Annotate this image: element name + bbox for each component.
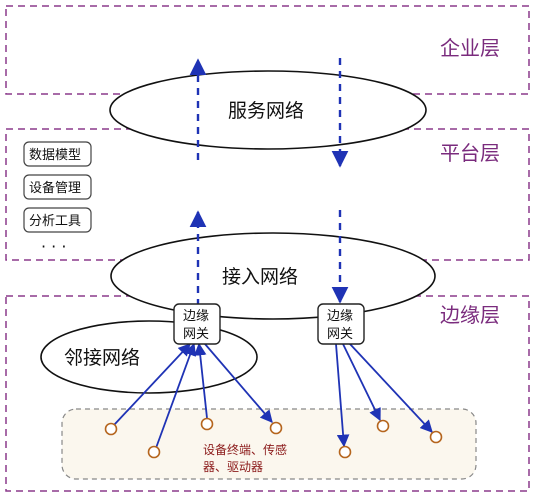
enterprise-layer-band bbox=[5, 5, 530, 95]
device-region bbox=[61, 408, 477, 480]
devices-label-line2: 器、驱动器 bbox=[203, 460, 263, 474]
tool-label-device-management: 设备管理 bbox=[29, 180, 81, 196]
device-node-6 bbox=[376, 419, 390, 433]
edge-gateway-right-line2: 网关 bbox=[327, 327, 353, 342]
edge-gateway-left bbox=[173, 303, 221, 345]
device-node-5 bbox=[338, 445, 352, 459]
device-node-3 bbox=[200, 417, 214, 431]
tool-label-data-model: 数据模型 bbox=[29, 148, 81, 163]
device-arrow-7 bbox=[349, 343, 433, 433]
device-node-2 bbox=[147, 445, 161, 459]
tool-label-analytics: 分析工具 bbox=[29, 214, 81, 229]
service-network-ellipse bbox=[109, 70, 427, 150]
edge-layer-label: 边缘层 bbox=[440, 303, 500, 327]
tool-box-device-management bbox=[23, 174, 92, 200]
access-network-ellipse bbox=[110, 232, 436, 320]
devices-label-line1: 设备终端、传感 bbox=[203, 442, 287, 457]
tools-more-dots: · · · bbox=[41, 237, 66, 256]
edge-gateway-right bbox=[317, 303, 365, 345]
tool-box-data-model bbox=[23, 141, 92, 167]
device-arrow-2 bbox=[155, 342, 197, 449]
edge-gateway-left-line1: 边缘 bbox=[183, 309, 209, 324]
edge-layer-band bbox=[5, 295, 530, 492]
edge-gateway-right-line1: 边缘 bbox=[327, 309, 353, 324]
device-node-1 bbox=[104, 422, 118, 436]
device-arrow-1 bbox=[113, 343, 191, 426]
device-node-4 bbox=[269, 421, 283, 435]
neighbor-network-label: 邻接网络 bbox=[64, 347, 140, 369]
platform-layer-label: 平台层 bbox=[440, 141, 500, 165]
device-arrow-6 bbox=[342, 343, 381, 422]
device-arrow-3 bbox=[193, 342, 208, 419]
tool-box-analytics bbox=[23, 207, 92, 233]
enterprise-layer-label: 企业层 bbox=[440, 36, 500, 60]
device-arrow-4 bbox=[204, 343, 273, 423]
device-arrow-5 bbox=[335, 343, 350, 448]
device-node-7 bbox=[429, 430, 443, 444]
edge-gateway-left-line2: 网关 bbox=[183, 327, 209, 342]
service-network-label: 服务网络 bbox=[228, 100, 304, 122]
access-network-label: 接入网络 bbox=[222, 266, 298, 288]
